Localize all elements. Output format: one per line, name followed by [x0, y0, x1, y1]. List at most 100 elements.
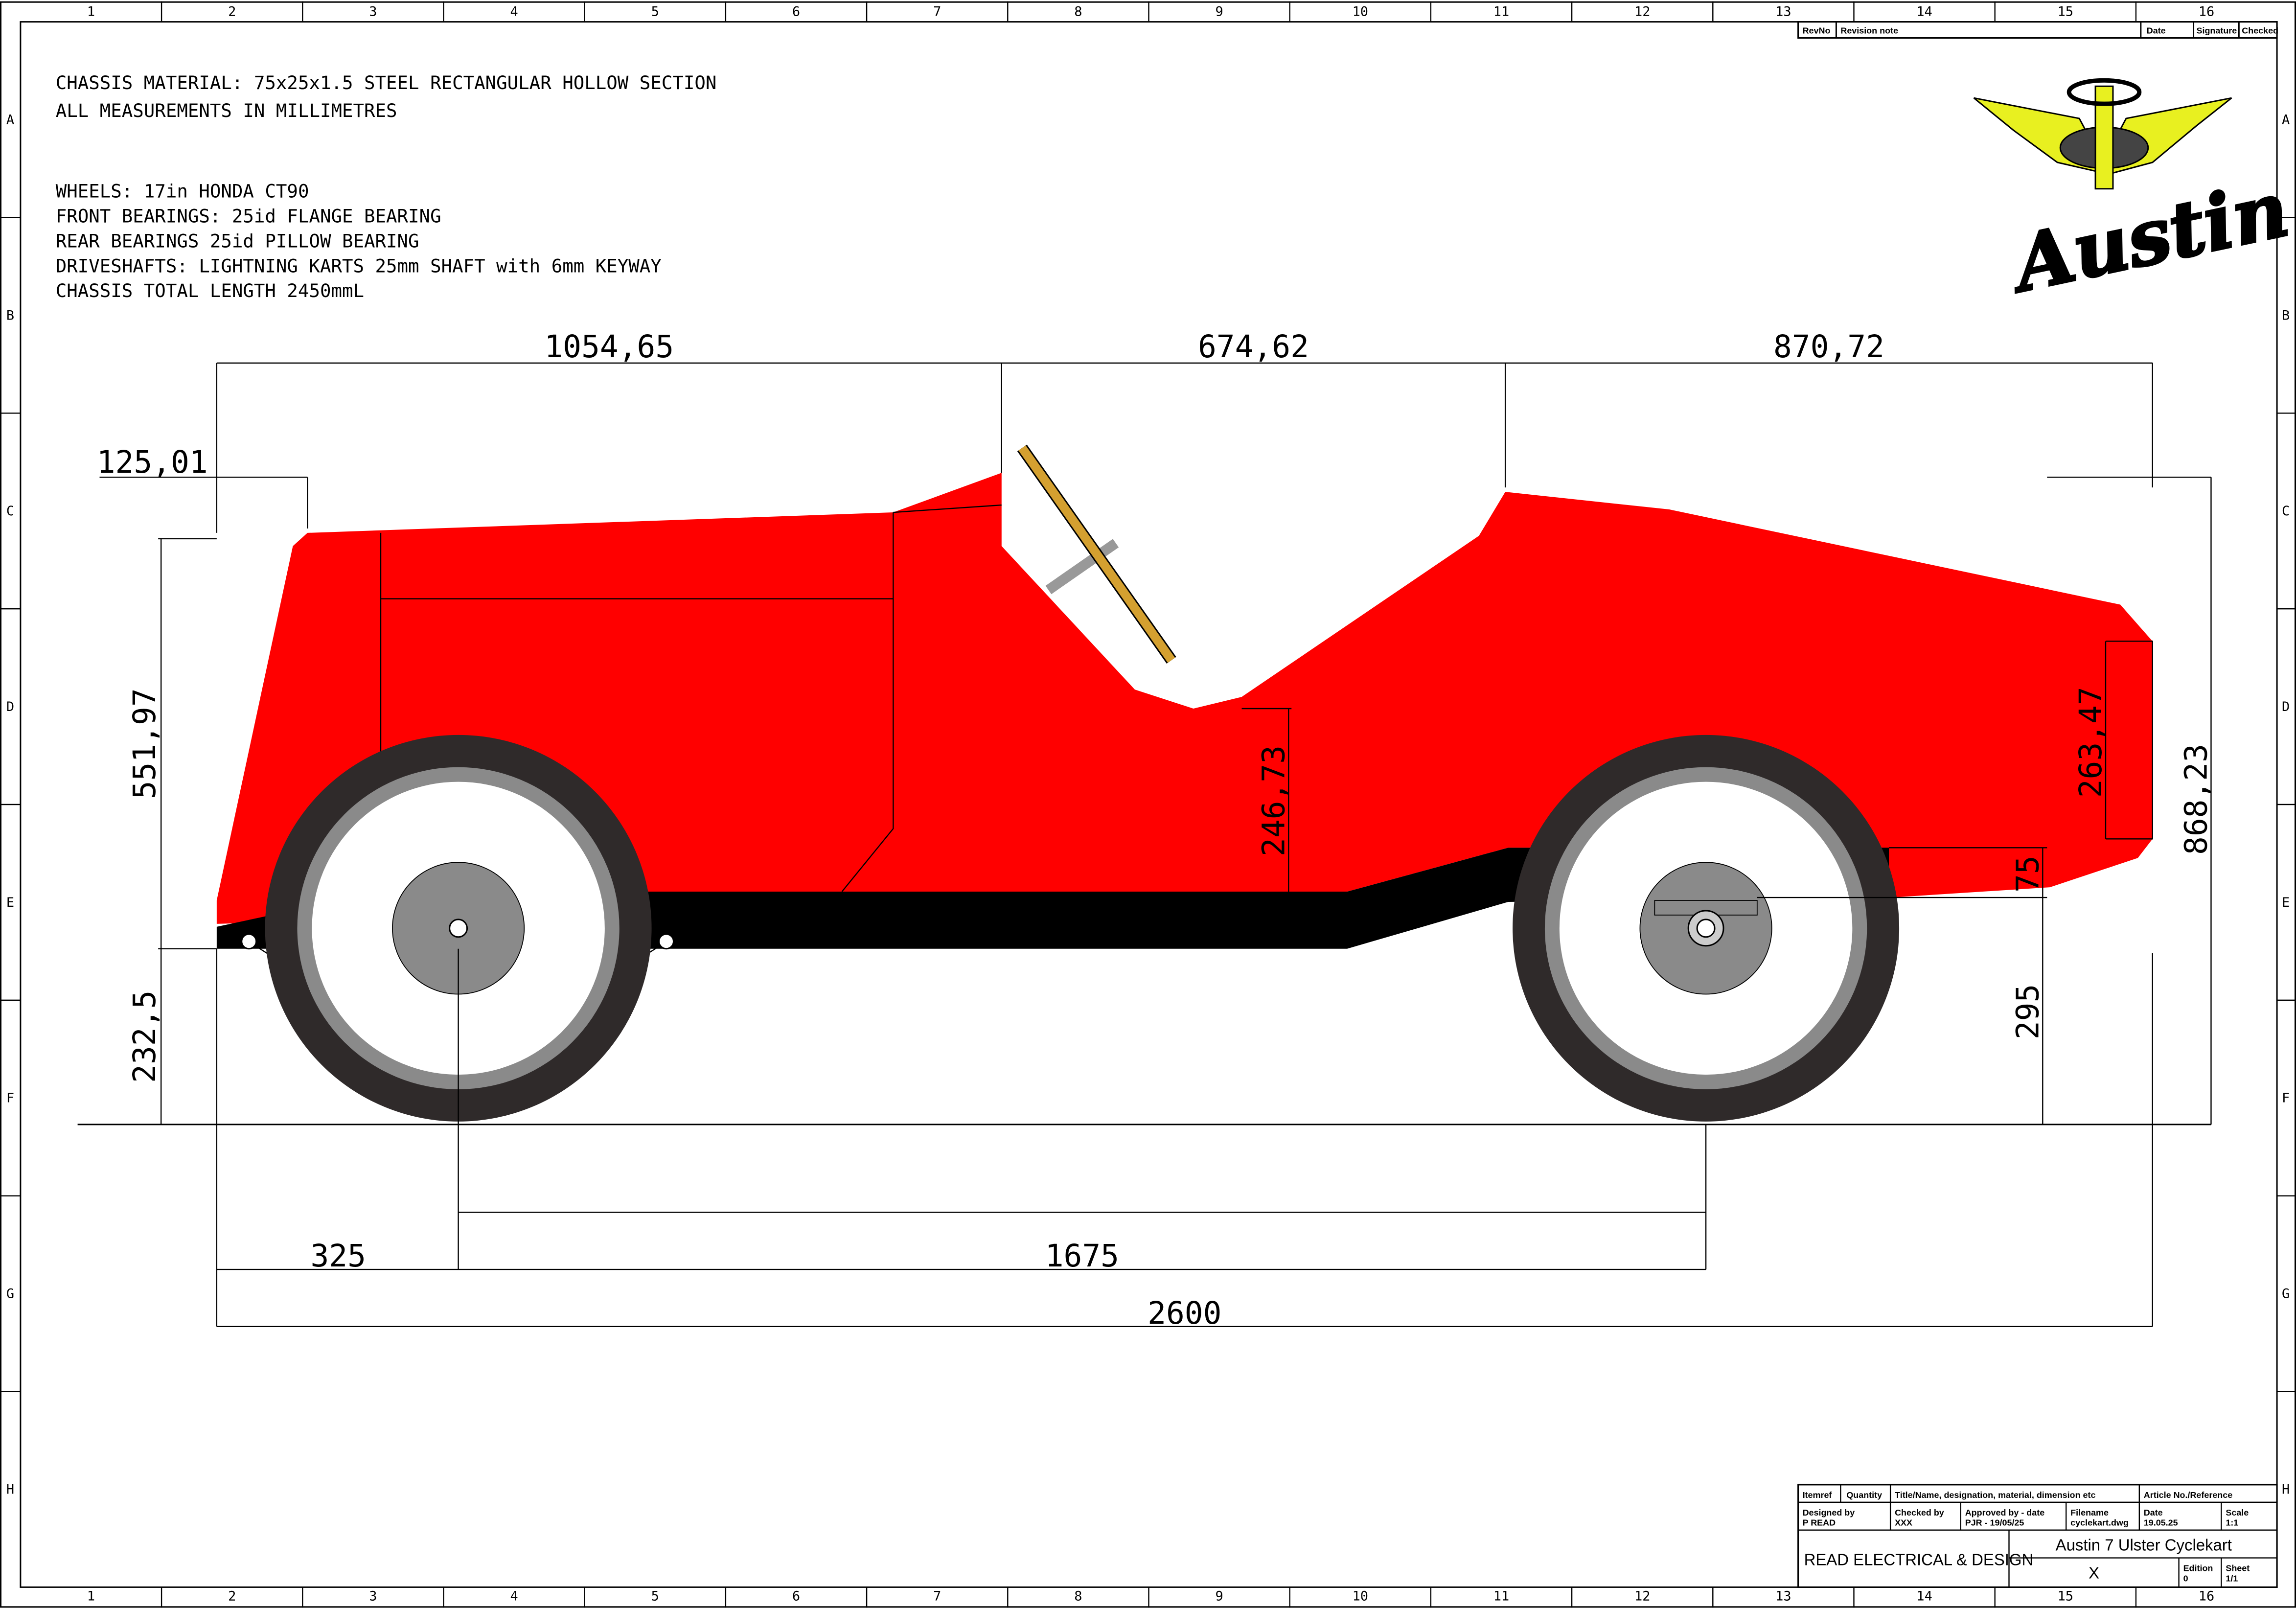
- grid-column-label: 15: [2058, 1588, 2073, 1604]
- svg-text:Austin: Austin: [2000, 164, 2296, 310]
- drawing-title: Austin 7 Ulster Cyclekart: [2056, 1536, 2232, 1554]
- itemref-label: Itemref: [1803, 1490, 1833, 1500]
- article-header: Article No./Reference: [2144, 1490, 2232, 1500]
- note-driveshafts: DRIVESHAFTS: LIGHTNING KARTS 25mm SHAFT …: [56, 255, 662, 276]
- filename-label: Filename: [2070, 1508, 2109, 1517]
- note-wheels: WHEELS: 17in HONDA CT90: [56, 181, 309, 202]
- dim-tail-height: 263,47: [2073, 687, 2109, 798]
- austin-logo: Austin: [1973, 78, 2296, 312]
- notes: CHASSIS MATERIAL: 75x25x1.5 STEEL RECTAN…: [56, 72, 717, 301]
- grid-row-label: F: [6, 1091, 14, 1106]
- dim-front-height: 551,97: [127, 688, 162, 799]
- title-header: Title/Name, designation, material, dimen…: [1895, 1490, 2095, 1500]
- rev-signature-header: Signature: [2197, 26, 2237, 36]
- grid-column-label: 8: [1074, 1588, 1082, 1604]
- grid-column-label: 5: [651, 4, 659, 20]
- grid-column-label: 6: [792, 1588, 800, 1604]
- dim-overall-length: 2600: [1148, 1295, 1221, 1331]
- grid-column-label: 6: [792, 4, 800, 20]
- grid-column-label: 16: [2199, 4, 2214, 20]
- grid-row-label: D: [6, 699, 14, 714]
- grid-column-label: 9: [1215, 4, 1223, 20]
- dim-nose-offset: 125,01: [97, 444, 208, 480]
- grid-column-label: 12: [1634, 4, 1650, 20]
- grid-column-label: 15: [2058, 4, 2073, 20]
- grid-row-label: B: [6, 308, 14, 323]
- dim-wheelbase: 1675: [1045, 1238, 1119, 1274]
- grid-column-label: 7: [933, 4, 941, 20]
- grid-column-label: 11: [1493, 1588, 1509, 1604]
- title-block: Itemref Quantity Title/Name, designation…: [1797, 1484, 2278, 1588]
- grid-row-label: A: [6, 112, 14, 127]
- grid-column-label: 14: [1916, 1588, 1932, 1604]
- grid-column-label: 3: [369, 4, 377, 20]
- rev-checked-header: Checked: [2242, 26, 2278, 36]
- grid-column-label: 7: [933, 1588, 941, 1604]
- grid-row-label: H: [2282, 1482, 2290, 1497]
- checked-by-value: XXX: [1895, 1518, 1912, 1528]
- sheet-label: Sheet: [2226, 1563, 2250, 1573]
- rev-note-header: Revision note: [1840, 26, 1898, 36]
- grid-row-label: E: [2282, 895, 2290, 910]
- grid-column-label: 2: [228, 4, 236, 20]
- edition-value: 0: [2183, 1573, 2188, 1583]
- dim-top-3: 870,72: [1773, 329, 1884, 365]
- note-material: CHASSIS MATERIAL: 75x25x1.5 STEEL RECTAN…: [56, 72, 717, 93]
- grid-column-label: 13: [1775, 4, 1791, 20]
- rev-no-header: RevNo: [1803, 26, 1831, 36]
- date-value: 19.05.25: [2144, 1518, 2178, 1528]
- rev-date-header: Date: [2147, 26, 2166, 36]
- company-name: READ ELECTRICAL & DESIGN: [1804, 1551, 2034, 1569]
- cyclekart-side-view: [216, 444, 2153, 1122]
- grid-column-label: 4: [510, 4, 518, 20]
- date-label: Date: [2144, 1508, 2163, 1517]
- drawing-subtitle: X: [2089, 1563, 2099, 1582]
- grid-labels: 1122334455667788991010111112121313141415…: [6, 4, 2290, 1604]
- dim-ground-clearance: 232,5: [127, 990, 162, 1083]
- revision-table: RevNo Revision note Date Signature Check…: [1797, 21, 2278, 39]
- dim-cockpit-height: 246,73: [1256, 745, 1291, 856]
- grid-column-label: 1: [87, 4, 95, 20]
- grid-column-label: 3: [369, 1588, 377, 1604]
- grid-column-label: 10: [1353, 1588, 1368, 1604]
- filename-value: cyclekart.dwg: [2070, 1518, 2129, 1528]
- grid-row-label: C: [6, 504, 14, 519]
- checked-by-label: Checked by: [1895, 1508, 1944, 1517]
- grid-row-label: D: [2282, 699, 2290, 714]
- designed-by-value: P READ: [1803, 1518, 1836, 1528]
- grid-column-label: 13: [1775, 1588, 1791, 1604]
- grid-row-label: A: [2282, 112, 2290, 127]
- grid-column-label: 8: [1074, 4, 1082, 20]
- dim-total-height: 868,23: [2178, 744, 2214, 855]
- front-wheel: [265, 735, 652, 1122]
- dim-top-2: 674,62: [1198, 329, 1309, 365]
- grid-row-label: B: [2282, 308, 2290, 323]
- edition-label: Edition: [2183, 1563, 2213, 1573]
- dim-top-1: 1054,65: [544, 329, 674, 365]
- grid-column-label: 11: [1493, 4, 1509, 20]
- grid-row-label: H: [6, 1482, 14, 1497]
- grid-row-label: G: [6, 1287, 14, 1302]
- quantity-label: Quantity: [1846, 1490, 1882, 1500]
- note-chassis-length: CHASSIS TOTAL LENGTH 2450mmL: [56, 280, 364, 301]
- note-rear-bearings: REAR BEARINGS 25id PILLOW BEARING: [56, 230, 419, 252]
- grid-column-label: 9: [1215, 1588, 1223, 1604]
- scale-value: 1:1: [2226, 1518, 2238, 1528]
- steering-wheel: [1017, 444, 1176, 664]
- rear-wheel: [1513, 735, 1900, 1122]
- grid-row-label: G: [2282, 1287, 2290, 1302]
- dimensions: 1054,65 674,62 870,72 125,01 551,97 232,…: [97, 329, 2214, 1331]
- grid-row-label: E: [6, 895, 14, 910]
- grid-column-label: 2: [228, 1588, 236, 1604]
- grid-column-label: 12: [1634, 1588, 1650, 1604]
- grid-row-label: C: [2282, 504, 2290, 519]
- approved-value: PJR - 19/05/25: [1965, 1518, 2024, 1528]
- dim-chassis-depth: 75: [2010, 855, 2045, 893]
- grid-column-label: 16: [2199, 1588, 2214, 1604]
- grid-column-label: 5: [651, 1588, 659, 1604]
- sheet-value: 1/1: [2226, 1573, 2238, 1583]
- grid-row-label: F: [2282, 1091, 2290, 1106]
- scale-label: Scale: [2226, 1508, 2249, 1517]
